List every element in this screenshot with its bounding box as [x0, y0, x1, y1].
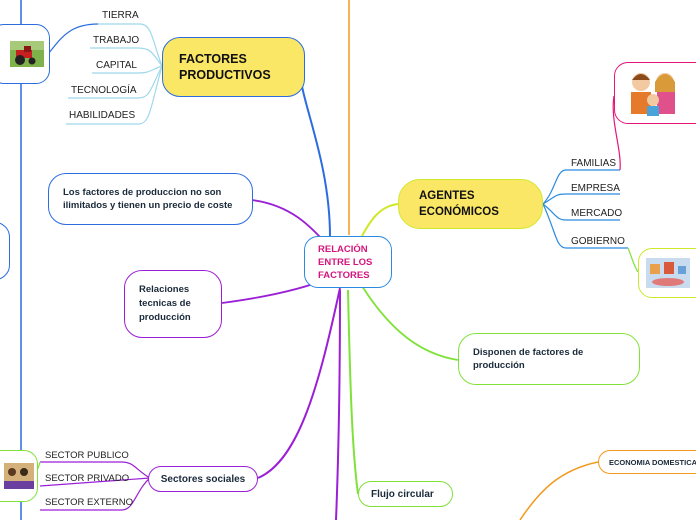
link-flujo — [347, 289, 359, 495]
link-tierra — [98, 23, 163, 67]
agentes-label: AGENTES ECONÓMICOS — [419, 190, 499, 218]
link-sector-privado — [39, 477, 151, 487]
tractor-image-box[interactable] — [0, 24, 50, 84]
link-tecnologia — [68, 65, 163, 99]
link-sector-externo — [40, 477, 151, 511]
flujo-node[interactable]: Flujo circular — [358, 481, 453, 507]
link-economia — [519, 461, 599, 520]
link-disponen — [361, 285, 459, 361]
leaf-tierra[interactable]: TIERRA — [102, 10, 139, 21]
limitados-text: Los factores de produccion no son ilimit… — [63, 187, 233, 211]
leaf-mercado[interactable]: MERCADO — [571, 208, 623, 219]
left-partial-node[interactable] — [0, 222, 10, 280]
leaf-tecnologia[interactable]: TECNOLOGÍA — [71, 85, 137, 96]
link-tractor — [47, 23, 99, 55]
link-trabajo — [90, 47, 163, 67]
leaf-capital[interactable]: CAPITAL — [96, 60, 137, 71]
leaf-trabajo[interactable]: TRABAJO — [93, 35, 140, 46]
leaf-sector-publico[interactable]: SECTOR PUBLICO — [45, 450, 129, 461]
leaf-sector-privado[interactable]: SECTOR PRIVADO — [45, 473, 130, 484]
relaciones-node[interactable]: Relaciones tecnicas de producción — [124, 270, 222, 338]
link-empresa — [542, 193, 620, 205]
factores-productivos-node[interactable]: FACTORES PRODUCTIVOS — [162, 37, 305, 97]
flujo-label: Flujo circular — [371, 488, 434, 500]
leaf-habilidades[interactable]: HABILIDADES — [69, 110, 136, 121]
link-factores — [299, 69, 331, 238]
government-image-box[interactable] — [638, 248, 696, 298]
link-capital — [92, 65, 163, 74]
leaf-empresa[interactable]: EMPRESA — [571, 183, 620, 194]
sectores-node[interactable]: Sectores sociales — [148, 466, 258, 492]
agentes-node[interactable]: AGENTES ECONÓMICOS — [398, 179, 543, 229]
central-topic[interactable]: RELACIÓN ENTRE LOS FACTORES — [304, 236, 392, 288]
leaf-sector-externo[interactable]: SECTOR EXTERNO — [45, 497, 133, 508]
sectors-picture — [4, 463, 34, 489]
link-family-image — [612, 95, 621, 171]
leaf-familias[interactable]: FAMILIAS — [571, 158, 617, 169]
link-familias — [542, 169, 620, 205]
disponen-text: Disponen de factores de producción — [473, 347, 584, 371]
link-gov-image — [627, 247, 639, 273]
leaf-gobierno[interactable]: GOBIERNO — [571, 236, 625, 247]
link-mercado — [542, 203, 620, 221]
economia-node[interactable]: ECONOMIA DOMESTICA — [598, 450, 696, 474]
family-image-box[interactable] — [614, 62, 696, 124]
sectors-image-box[interactable] — [0, 450, 38, 502]
limitados-node[interactable]: Los factores de produccion no son ilimit… — [48, 173, 253, 225]
tractor-picture — [10, 41, 44, 67]
government-picture — [646, 258, 690, 288]
relaciones-text: Relaciones tecnicas de producción — [139, 284, 191, 323]
link-gobierno — [542, 203, 628, 249]
link-sector-publico — [40, 461, 151, 479]
link-sectores — [257, 287, 341, 479]
economia-label: ECONOMIA DOMESTICA — [609, 457, 696, 467]
sectores-label: Sectores sociales — [160, 473, 246, 485]
central-topic-label: RELACIÓN ENTRE LOS FACTORES — [318, 243, 373, 281]
factores-productivos-label: FACTORES PRODUCTIVOS — [179, 52, 271, 82]
family-picture — [631, 73, 675, 116]
link-habilidades — [66, 65, 163, 125]
disponen-node[interactable]: Disponen de factores de producción — [458, 333, 640, 385]
link-bottom-purple — [335, 289, 341, 520]
link-agentes — [359, 203, 399, 241]
